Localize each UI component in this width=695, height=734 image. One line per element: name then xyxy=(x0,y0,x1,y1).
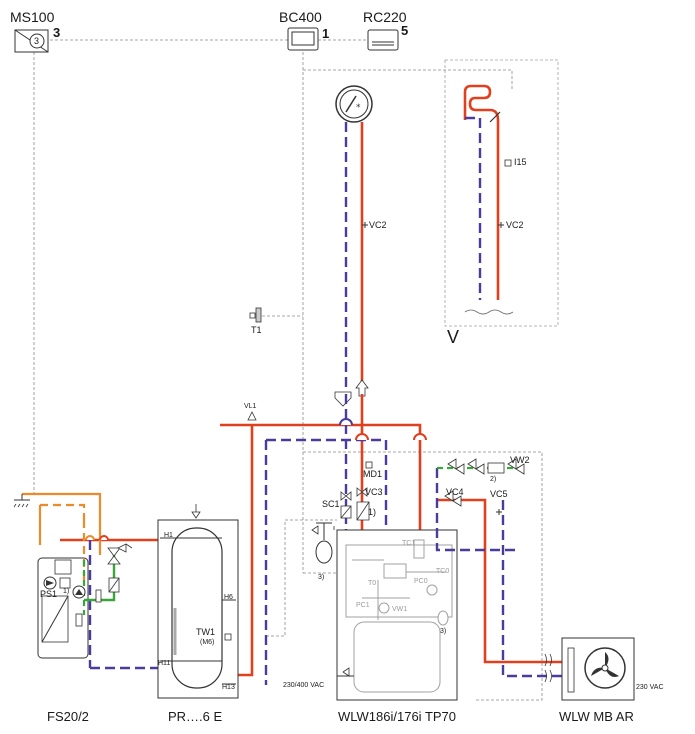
bc400-number: 1 xyxy=(322,26,330,41)
ms100-badge: 3 xyxy=(34,36,40,46)
vc2-right-label: VC2 xyxy=(506,220,524,230)
outdoor-unit-piping xyxy=(435,458,568,683)
t0-label: T0 xyxy=(368,580,377,587)
vw2-label: VW2 xyxy=(510,455,530,465)
h6-label: H6 xyxy=(224,594,233,601)
t1-label: T1 xyxy=(251,325,262,335)
rc220-number: 5 xyxy=(401,23,409,38)
floor-heating-loop xyxy=(463,84,514,315)
storage-tank-pr6e[interactable] xyxy=(157,504,239,699)
bc400-label: BC400 xyxy=(279,9,322,25)
ms100-number: 3 xyxy=(53,25,61,40)
md1-label: MD1 xyxy=(363,469,383,479)
tc0-label: TC0 xyxy=(436,568,450,575)
fs20-solar-station[interactable] xyxy=(22,492,133,659)
note-2-label: 2) xyxy=(490,476,497,483)
ground-icon xyxy=(13,494,30,508)
note-1-label: 1) xyxy=(368,507,377,517)
i15-label: I15 xyxy=(514,157,527,167)
flow-arrow-icon xyxy=(355,379,369,397)
svg-text:*: * xyxy=(356,103,361,113)
vl1-sensor-icon[interactable] xyxy=(247,411,257,421)
voltage-400-label: 230/400 VAC xyxy=(283,682,325,689)
pc1-label: PC1 xyxy=(356,602,370,609)
vc5-label: VC5 xyxy=(490,489,508,499)
h13-label: H13 xyxy=(222,684,235,691)
h11-label: H11 xyxy=(158,660,171,667)
pc0-label: PC0 xyxy=(414,578,428,585)
ps1-note-label: 1) xyxy=(63,588,70,595)
sc1-label: SC1 xyxy=(322,499,340,509)
radiator-circuit: * xyxy=(335,85,373,394)
vc3-label: VC3 xyxy=(365,487,383,497)
tw1-sub-label: (M6) xyxy=(200,639,215,646)
ps1-label: PS1 xyxy=(40,589,58,599)
bc400-controller[interactable] xyxy=(287,27,319,51)
fan-icon xyxy=(591,652,619,677)
vl1-label: VL1 xyxy=(244,403,257,410)
control-wiring xyxy=(33,39,543,701)
wlw186-caption: WLW186i/176i TP70 xyxy=(338,709,457,724)
rc220-room-unit[interactable] xyxy=(367,29,399,51)
ms100-module[interactable] xyxy=(14,29,49,53)
voltage-230-label: 230 VAC xyxy=(636,684,664,691)
fs20-caption: FS20/2 xyxy=(47,709,89,724)
room-thermostat-icon[interactable]: * xyxy=(335,85,373,123)
vc2-left-label: VC2 xyxy=(369,220,387,230)
room-v-label: V xyxy=(447,327,460,347)
vw1-label: VW1 xyxy=(392,606,408,613)
note-3-right: 3) xyxy=(440,628,447,635)
return-arrow-icon xyxy=(334,391,352,407)
outdoor-temperature-sensor-icon[interactable] xyxy=(249,307,262,323)
pipe-crossings xyxy=(339,418,427,441)
rc220-label: RC220 xyxy=(363,9,407,25)
expansion-vessel-icon[interactable] xyxy=(311,522,335,564)
valve-group-vc3-sc1[interactable] xyxy=(340,461,373,521)
h1-label: H1 xyxy=(164,532,173,539)
wlwmb-caption: WLW MB AR xyxy=(559,709,634,724)
pr6e-caption: PR….6 E xyxy=(168,709,223,724)
ms100-label: MS100 xyxy=(10,9,55,25)
note-3-left: 3) xyxy=(318,574,325,581)
tc1-label: TC1 xyxy=(402,540,416,547)
heat-pump-indoor-unit[interactable] xyxy=(336,529,458,701)
tw1-label: TW1 xyxy=(196,627,215,637)
outdoor-unit[interactable] xyxy=(561,637,635,701)
vc4-label: VC4 xyxy=(446,487,464,497)
